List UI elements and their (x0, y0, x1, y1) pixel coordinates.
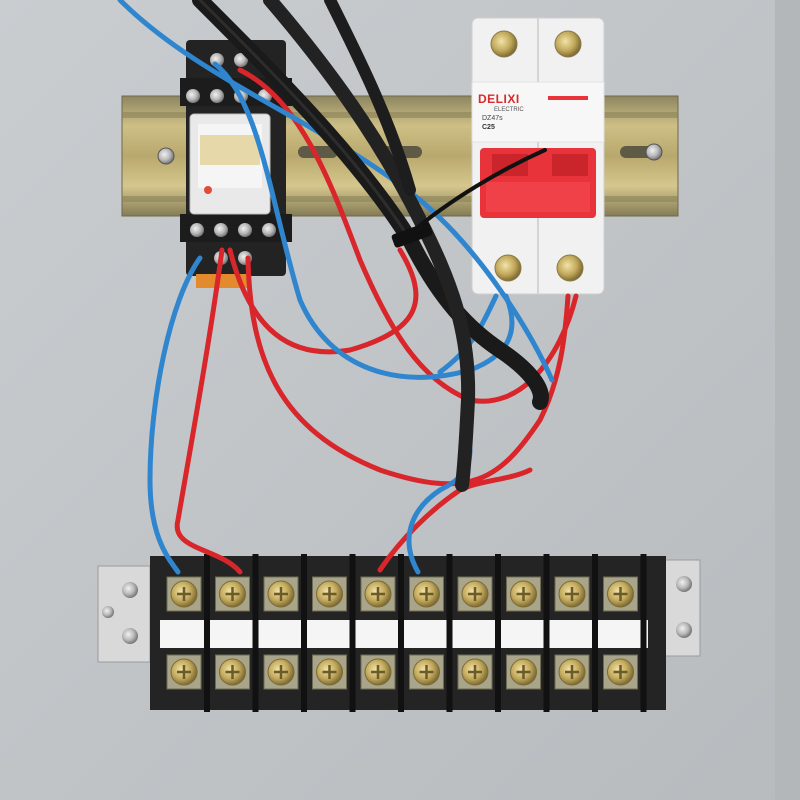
cable-tie (391, 222, 433, 248)
screw-slot (371, 587, 385, 601)
screw-slot (322, 665, 337, 679)
screw-slot (177, 665, 191, 679)
screw-slot (613, 665, 628, 679)
screw-slot (274, 587, 288, 601)
screw-slot (322, 587, 337, 601)
terminal-separator (349, 554, 356, 634)
terminal-separator (592, 632, 598, 712)
screw-slot (419, 665, 434, 679)
screw-slot (516, 587, 531, 601)
terminal-separator (204, 632, 210, 712)
red-wire (227, 247, 419, 355)
blue-wire (147, 255, 203, 575)
terminal-separator (446, 632, 453, 712)
terminal-separator (398, 632, 404, 712)
screw-slot (177, 587, 191, 601)
terminal-separator (446, 554, 453, 634)
screw-slot (274, 665, 288, 679)
terminal-separator (640, 554, 647, 634)
breaker-bottom-screw-right (556, 254, 584, 282)
relay-bottom-screws (190, 223, 276, 265)
terminal-separator (543, 632, 550, 712)
panel-edge (775, 0, 800, 800)
terminal-separator (252, 554, 259, 634)
screw-slot (613, 587, 628, 601)
terminal-separator (543, 554, 550, 634)
screw-slot (468, 665, 482, 679)
breaker-top-screw-right (554, 30, 582, 58)
terminal-separator (398, 554, 404, 634)
terminal-separator (495, 554, 501, 634)
screw-slot (371, 665, 385, 679)
screw-slot (468, 587, 482, 601)
screw-slot (516, 665, 531, 679)
screw-slot (225, 665, 240, 679)
screw-slot (565, 587, 579, 601)
black-cables (192, 0, 549, 492)
terminal-separator (592, 554, 598, 634)
terminal-separator (301, 632, 307, 712)
terminal-separator (204, 554, 210, 634)
black-cable (324, 0, 416, 196)
terminal-end-brackets (97, 559, 701, 663)
screw-slot (225, 587, 240, 601)
breaker-top-screw-left (490, 30, 518, 58)
black-cable (263, 0, 476, 492)
terminal-separator (495, 632, 501, 712)
screw-slot (419, 587, 434, 601)
terminal-block (150, 554, 666, 712)
breaker-bottom-screw-left (494, 254, 522, 282)
terminal-separator (252, 632, 259, 712)
screw-slot (565, 665, 579, 679)
terminal-separator (301, 554, 307, 634)
red-wire (174, 247, 243, 575)
circuit-breaker (471, 17, 605, 295)
relay-led-icon (204, 186, 212, 194)
terminal-separator (640, 632, 647, 712)
cable-tie-strap (410, 148, 547, 234)
terminal-separator (349, 632, 356, 712)
